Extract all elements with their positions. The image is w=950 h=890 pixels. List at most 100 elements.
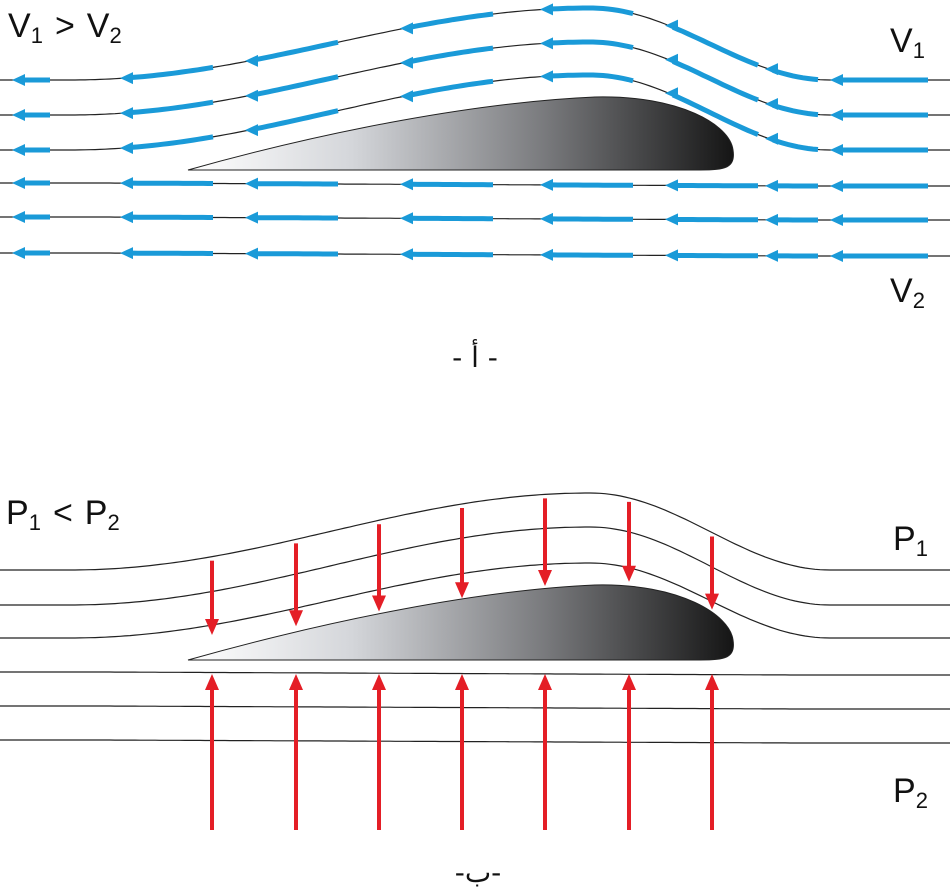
flow-arrow-head	[12, 177, 25, 189]
force-arrow-up-head	[622, 674, 636, 690]
flow-arrow-shaft	[407, 78, 494, 98]
flow-arrow-shaft	[252, 108, 339, 132]
panel-a-flow-arrows	[12, 3, 928, 262]
flow-arrow-head	[400, 90, 413, 103]
panel-b-condition: P1<P2	[6, 494, 120, 535]
flow-arrow-head	[12, 109, 25, 121]
flow-arrow-shaft	[407, 45, 494, 65]
panel-a-condition: V1>V2	[8, 7, 122, 48]
flow-arrow-shaft	[127, 64, 214, 81]
panel-a-label-v1: V1	[890, 22, 925, 63]
flow-arrow-head	[765, 213, 778, 226]
flow-arrow-head	[765, 249, 778, 262]
flow-arrow-head	[400, 212, 413, 225]
streamline	[0, 492, 950, 571]
flow-arrow-shaft	[407, 11, 494, 31]
flow-arrow-head	[120, 107, 133, 120]
force-arrow-down-head	[205, 619, 219, 635]
streamline	[0, 705, 950, 710]
force-arrow-down-head	[622, 565, 636, 582]
flow-arrow-shaft	[127, 99, 214, 116]
flow-arrow-head	[765, 132, 778, 145]
flow-arrow-head	[120, 177, 133, 190]
flow-arrow-head	[540, 37, 553, 50]
flow-arrow-head	[765, 63, 778, 76]
panel-b-streamlines	[0, 492, 950, 744]
flow-arrow-shaft	[772, 137, 819, 152]
flow-arrow-head	[830, 180, 843, 192]
flow-arrow-head	[665, 179, 678, 192]
flow-arrow-shaft	[772, 68, 819, 83]
flow-arrow-shaft	[547, 5, 634, 17]
flow-arrow-head	[830, 250, 843, 262]
flow-arrow-head	[765, 179, 778, 192]
flow-arrow-head	[12, 247, 25, 259]
force-arrow-down-head	[372, 595, 386, 612]
flow-arrow-head	[400, 248, 413, 261]
flow-arrow-head	[120, 211, 133, 224]
force-arrow-up-head	[205, 674, 219, 690]
flow-arrow-head	[245, 124, 258, 137]
flow-arrow-head	[400, 22, 413, 35]
flow-arrow-head	[245, 54, 258, 67]
panel-a-caption: - أ -	[452, 338, 498, 374]
streamline	[0, 526, 950, 606]
force-arrow-up-head	[538, 674, 552, 690]
force-arrow-up-head	[289, 674, 303, 690]
flow-arrow-head	[400, 178, 413, 191]
flow-arrow-shaft	[772, 102, 819, 118]
flow-arrow-head	[765, 98, 778, 110]
flow-arrow-head	[120, 142, 133, 154]
flow-arrow-head	[665, 87, 678, 100]
panel-a-velocity: V1>V2 V1 V2 - أ -	[0, 3, 950, 374]
flow-arrow-head	[245, 177, 258, 190]
flow-arrow-head	[665, 53, 678, 66]
flow-arrow-head	[245, 89, 258, 102]
flow-arrow-head	[830, 74, 843, 86]
flow-arrow-shaft	[671, 59, 759, 103]
flow-arrow-head	[830, 214, 843, 226]
panel-b-force-arrows	[205, 498, 719, 830]
streamline	[0, 671, 950, 676]
flow-arrow-head	[245, 211, 258, 224]
flow-arrow-shaft	[671, 24, 759, 68]
flow-arrow-head	[245, 247, 258, 260]
flow-arrow-head	[120, 72, 133, 85]
flow-arrow-shaft	[252, 74, 339, 98]
panel-b-label-p2: P2	[893, 772, 928, 813]
force-arrow-up-head	[372, 674, 386, 690]
panel-a-label-v2: V2	[890, 272, 925, 313]
panel-b-pressure: P1<P2 P1 P2 -ب-	[0, 492, 950, 889]
flow-arrow-head	[540, 70, 553, 83]
force-arrow-down-head	[289, 610, 303, 627]
panel-a-airfoil	[187, 96, 734, 171]
flow-arrow-shaft	[127, 134, 214, 151]
panel-b-caption: -ب-	[455, 856, 502, 889]
force-arrow-down-head	[455, 582, 469, 599]
flow-arrow-head	[830, 109, 843, 121]
flow-arrow-head	[540, 178, 553, 191]
flow-arrow-shaft	[547, 72, 634, 84]
flow-arrow-head	[665, 249, 678, 262]
flow-arrow-shaft	[547, 39, 634, 51]
flow-arrow-head	[830, 144, 843, 156]
flow-arrow-shaft	[671, 92, 759, 137]
force-arrow-up-head	[455, 674, 469, 690]
flow-arrow-head	[665, 19, 678, 32]
flow-arrow-head	[540, 248, 553, 261]
flow-arrow-head	[400, 56, 413, 69]
force-arrow-down-head	[538, 570, 552, 587]
flow-arrow-head	[665, 213, 678, 226]
streamline	[0, 739, 950, 744]
force-arrow-up-head	[705, 674, 719, 690]
streamline	[0, 562, 950, 639]
flow-arrow-head	[540, 212, 553, 225]
flow-arrow-head	[540, 3, 553, 16]
panel-b-label-p1: P1	[893, 520, 928, 561]
flow-arrow-head	[12, 211, 25, 223]
force-arrow-down-head	[705, 593, 719, 610]
flow-arrow-head	[120, 247, 133, 260]
flow-arrow-head	[12, 74, 25, 86]
